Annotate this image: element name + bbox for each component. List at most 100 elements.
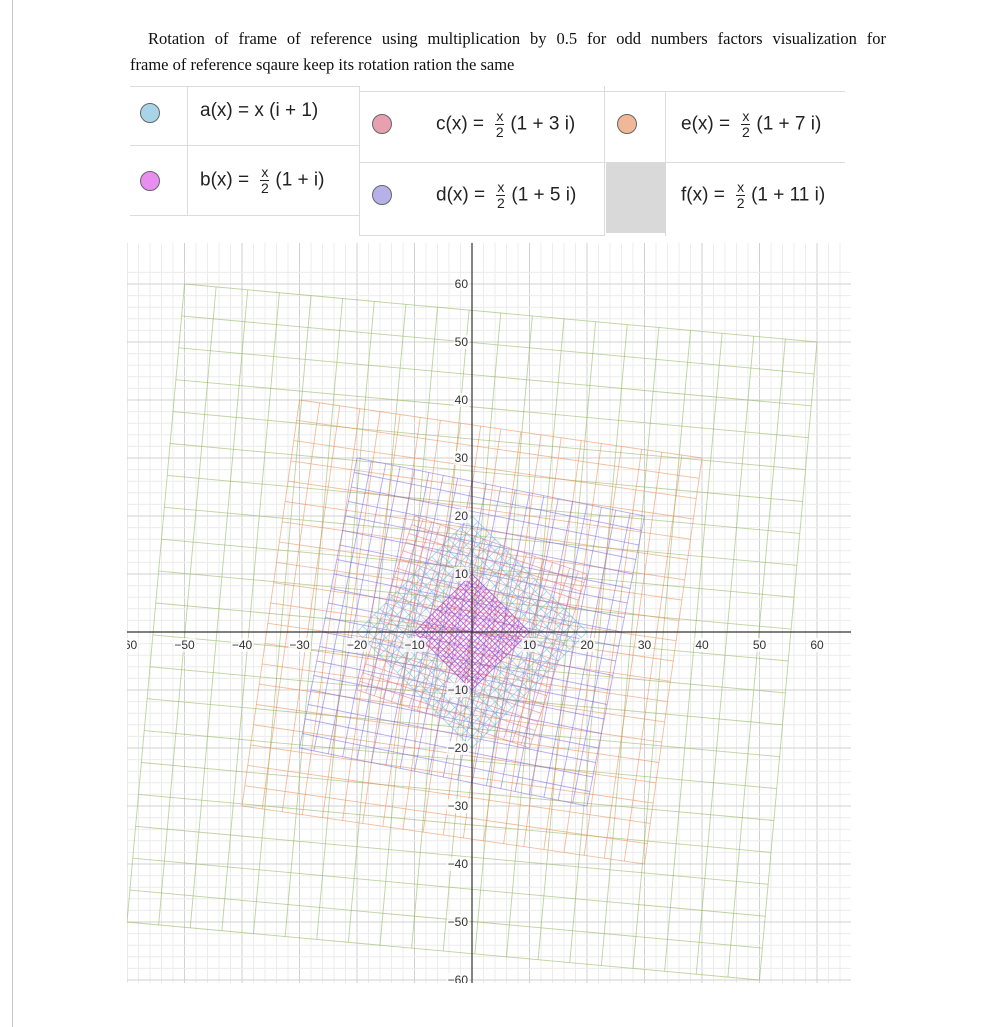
series-e-grid-line — [281, 405, 341, 812]
series-b-grid-line — [425, 585, 484, 644]
heading-line-2: frame of reference sqaure keep its rotat… — [130, 55, 515, 74]
series-e-grid-line — [583, 449, 643, 856]
y-tick-label: −40 — [448, 857, 469, 871]
function-expression[interactable]: a(x) = x (i + 1) — [200, 100, 318, 122]
series-b-grid-line — [454, 614, 513, 673]
heading-line-1: Rotation of frame of reference using mul… — [148, 29, 886, 48]
series-b-grid-line — [445, 605, 504, 665]
y-tick-label-bg — [453, 451, 470, 465]
series-f-grid-line — [569, 324, 628, 963]
x-tick-label-bg — [288, 638, 312, 652]
x-tick-label-bg — [636, 638, 653, 652]
y-tick-label-bg — [446, 915, 470, 929]
fraction-numerator: x — [741, 108, 751, 125]
series-f-grid-line — [189, 289, 249, 928]
y-tick-label-bg — [453, 335, 470, 349]
series-d-grid-line — [313, 460, 372, 751]
complex-factor: (1 + 7 i) — [756, 113, 822, 135]
function-name: e(x) = — [681, 113, 736, 135]
series-b-grid-line — [417, 576, 476, 636]
series-b-grid-line — [434, 593, 493, 653]
series-b-grid-line — [437, 596, 496, 656]
y-tick-label: −20 — [448, 741, 469, 755]
graph-canvas[interactable]: −60−50−40−30−20−101020304050606050403020… — [127, 243, 851, 983]
y-tick-label: 50 — [455, 335, 469, 349]
y-tick-label-bg — [453, 567, 470, 581]
visibility-toggle-icon[interactable] — [617, 114, 637, 134]
panel-divider — [360, 162, 605, 163]
y-tick-label: 30 — [455, 451, 469, 465]
graph-area[interactable]: −60−50−40−30−20−101020304050606050403020… — [127, 243, 851, 983]
y-tick-label: 60 — [455, 277, 469, 291]
fraction-numerator: x — [260, 164, 270, 181]
x-tick-label-bg — [345, 638, 369, 652]
x-tick-label: −50 — [174, 638, 195, 652]
visibility-toggle-icon[interactable] — [372, 114, 392, 134]
series-a-grid-line — [471, 631, 588, 749]
y-tick-label: −10 — [448, 683, 469, 697]
panel-divider — [605, 162, 845, 163]
x-tick-label-bg — [521, 638, 538, 652]
page-left-rule — [12, 0, 13, 1027]
function-item-a[interactable]: a(x) = x (i + 1) — [130, 86, 360, 145]
panel-divider — [360, 235, 605, 236]
y-tick-label: 20 — [455, 509, 469, 523]
visibility-toggle-icon[interactable] — [140, 171, 160, 191]
series-b-grid-line — [468, 628, 527, 688]
series-f-grid-line — [158, 286, 217, 925]
y-tick-label-bg — [446, 741, 470, 755]
x-tick-label-bg — [230, 638, 254, 652]
series-a-grid-line — [368, 527, 484, 644]
x-tick-label: 40 — [695, 638, 709, 652]
series-f-grid-line — [316, 301, 375, 940]
series-d-grid-line — [299, 457, 358, 749]
fraction-numerator: x — [495, 108, 505, 125]
series-a-grid-line — [379, 538, 496, 656]
panel-divider — [604, 86, 605, 236]
series-e-grid-line — [322, 411, 381, 818]
x-tick-label: −60 — [127, 638, 138, 652]
series-a-grid-line — [448, 608, 565, 726]
series-a-grid-line — [465, 625, 582, 743]
series-a-grid-line — [460, 620, 576, 737]
x-tick-label: −10 — [404, 638, 425, 652]
x-tick-label: 20 — [580, 638, 594, 652]
complex-factor: (1 + 3 i) — [510, 113, 576, 135]
complex-factor: (1 + 5 i) — [511, 184, 577, 206]
series-b-grid-line — [460, 620, 519, 679]
series-e-grid-line — [644, 457, 703, 865]
panel-divider — [130, 145, 360, 146]
visibility-toggle-icon[interactable] — [372, 185, 392, 205]
y-tick-label: −50 — [448, 915, 469, 929]
y-tick-label-bg — [453, 509, 470, 523]
series-e-grid-line — [261, 402, 321, 809]
series-f-grid-line — [127, 283, 185, 923]
fraction-numerator: x — [496, 179, 506, 196]
panel-divider — [130, 86, 360, 87]
series-e-grid-line — [603, 452, 663, 859]
series-f-grid-line — [253, 295, 312, 934]
series-f-grid-line — [759, 341, 818, 981]
series-d-grid-line — [342, 466, 401, 757]
visibility-toggle-icon[interactable] — [140, 103, 160, 123]
y-tick-label: −60 — [448, 973, 469, 983]
x-tick-label: −40 — [232, 638, 253, 652]
function-name: a(x) = — [200, 100, 255, 121]
panel-divider — [359, 86, 360, 236]
series-d-grid-line — [543, 507, 602, 798]
complex-factor: (1 + 11 i) — [751, 184, 826, 206]
series-f-grid-line — [727, 339, 786, 978]
fraction-denominator: 2 — [496, 195, 505, 211]
